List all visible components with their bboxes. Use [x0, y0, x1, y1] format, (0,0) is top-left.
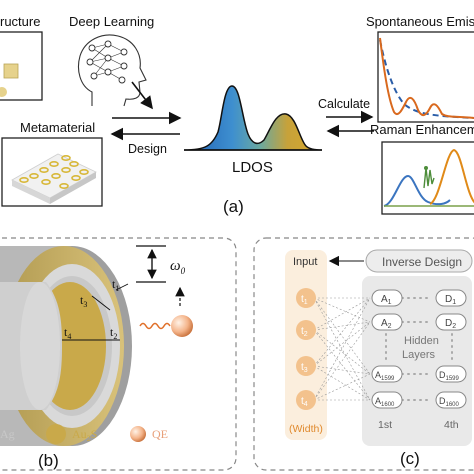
- hidden-node-d: D1: [435, 289, 467, 307]
- layer-dots: [385, 297, 453, 401]
- fourth-layer-label: 4th: [444, 419, 459, 431]
- deep-learning-label: Deep Learning: [69, 14, 154, 29]
- inverse-design-label: Inverse Design: [382, 255, 462, 269]
- legend: Ag Au2S QE: [0, 424, 168, 444]
- ldos-curve: [183, 85, 323, 151]
- legend-qe-swatch: [130, 426, 146, 442]
- panel-a: ructure Deep Learning Metamaterial: [0, 14, 474, 216]
- metamaterial-box: [1, 137, 103, 207]
- panel-c-frame: [253, 237, 474, 471]
- input-node: t2: [296, 320, 316, 340]
- legend-au2s-swatch: [46, 424, 66, 444]
- t2-label: t2: [110, 325, 117, 341]
- head-brain-icon: [77, 34, 147, 107]
- input-nodes: t1 t2 t3 t4: [296, 288, 316, 410]
- layers-label: Layers: [402, 349, 436, 361]
- spontaneous-emission-label: Spontaneous Emissi: [366, 14, 474, 29]
- spontaneous-emission-plot: [377, 31, 474, 123]
- t1-label: t1: [112, 277, 119, 293]
- hidden-node-label: D2: [445, 318, 456, 330]
- disk-structure: [0, 246, 132, 446]
- input-node-label: t1: [301, 294, 308, 306]
- legend-qe-label: QE: [152, 427, 168, 441]
- hidden-node-label: D1: [445, 294, 456, 306]
- panel-b-frame: [0, 237, 237, 471]
- input-label: Input: [293, 256, 317, 268]
- calculate-label: Calculate: [318, 97, 370, 111]
- qe-sphere: [171, 315, 193, 337]
- input-node: t1: [296, 288, 316, 308]
- structure-thumbnail: [0, 31, 43, 101]
- hidden-node-a: A2: [371, 313, 403, 331]
- t4-label: t4: [64, 325, 71, 341]
- hidden-node-d: D2: [435, 313, 467, 331]
- width-label: (Width): [289, 423, 323, 435]
- input-node-label: t4: [301, 396, 308, 408]
- hidden-node-label: D1599: [439, 370, 460, 382]
- panel-b-label: (b): [38, 451, 59, 470]
- input-node-label: t3: [301, 362, 308, 374]
- hidden-node-label: A1600: [375, 396, 395, 408]
- legend-ag-label: Ag: [0, 427, 15, 441]
- hidden-label: Hidden: [404, 335, 439, 347]
- hidden-node-label: A1: [381, 294, 392, 306]
- omega-label: ω0: [170, 258, 186, 276]
- connections: [313, 297, 371, 401]
- ldos-label: LDOS: [232, 159, 273, 176]
- first-layer-label: 1st: [378, 419, 392, 431]
- raman-label: Raman Enhanceme: [370, 122, 474, 137]
- input-node: t3: [296, 356, 316, 376]
- hidden-node-a: A1: [371, 289, 403, 307]
- design-label: Design: [128, 142, 167, 156]
- inverse-design-box: [365, 249, 473, 273]
- legend-au2s-label: Au2S: [72, 427, 97, 443]
- dimension-lines: [62, 283, 129, 341]
- hidden-node-label: A2: [381, 318, 392, 330]
- coupling-wave: [139, 322, 171, 330]
- t3-label: t3: [80, 293, 87, 309]
- input-node: t4: [296, 390, 316, 410]
- hidden-node-label: A1599: [375, 370, 395, 382]
- panel-c: Input (Width) Inverse Design t1: [253, 237, 474, 471]
- energy-levels: [136, 245, 185, 306]
- hidden-node-a: A1599: [371, 365, 403, 383]
- structure-label: ructure: [0, 14, 40, 29]
- input-column-bg: [285, 250, 327, 440]
- hidden-node-a: A1600: [371, 391, 403, 409]
- hidden-node-d: D1600: [435, 391, 467, 409]
- metamaterial-label: Metamaterial: [20, 120, 95, 135]
- input-node-label: t2: [301, 326, 308, 338]
- panel-c-label: (c): [400, 449, 420, 468]
- panel-b: t1 t3 t4 t2 ω0 Ag Au2S QE (b): [0, 237, 237, 471]
- panel-a-label: (a): [223, 197, 244, 216]
- hidden-node-label: D1600: [439, 396, 460, 408]
- raman-plot: [381, 141, 474, 215]
- head-to-arrow: [131, 81, 153, 110]
- hidden-node-d: D1599: [435, 365, 467, 383]
